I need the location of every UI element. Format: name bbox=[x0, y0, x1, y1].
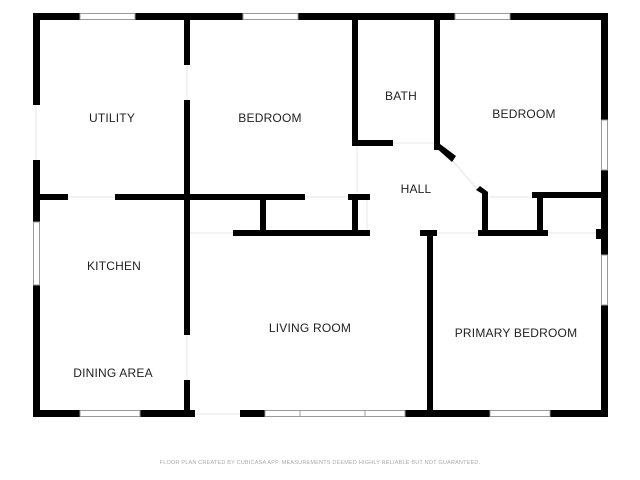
room-label-bath: BATH bbox=[385, 89, 417, 103]
room-label-kitchen: KITCHEN bbox=[86, 259, 142, 273]
window bbox=[33, 221, 40, 286]
room-label-primary-bedroom: PRIMARY BEDROOM bbox=[454, 326, 578, 340]
door-openings bbox=[35, 65, 600, 415]
room-label-bedroom-2: BEDROOM bbox=[492, 107, 556, 121]
room-label-utility: UTILITY bbox=[88, 111, 136, 125]
window bbox=[489, 410, 551, 417]
room-label-dining-area: DINING AREA bbox=[73, 366, 153, 380]
room-label-bedroom: BEDROOM bbox=[238, 111, 302, 125]
window bbox=[242, 13, 299, 20]
room-label-hall: HALL bbox=[400, 182, 432, 196]
walls bbox=[33, 13, 608, 417]
windows bbox=[33, 13, 608, 417]
disclaimer-footer: FLOOR PLAN CREATED BY CUBICASA APP. MEAS… bbox=[159, 460, 481, 466]
window bbox=[79, 410, 141, 417]
window bbox=[601, 254, 608, 306]
window bbox=[299, 410, 366, 417]
room-label-living-room: LIVING ROOM bbox=[268, 321, 352, 335]
window bbox=[79, 13, 136, 20]
window bbox=[454, 13, 511, 20]
window bbox=[601, 119, 608, 171]
window bbox=[364, 410, 406, 417]
window bbox=[264, 410, 301, 417]
